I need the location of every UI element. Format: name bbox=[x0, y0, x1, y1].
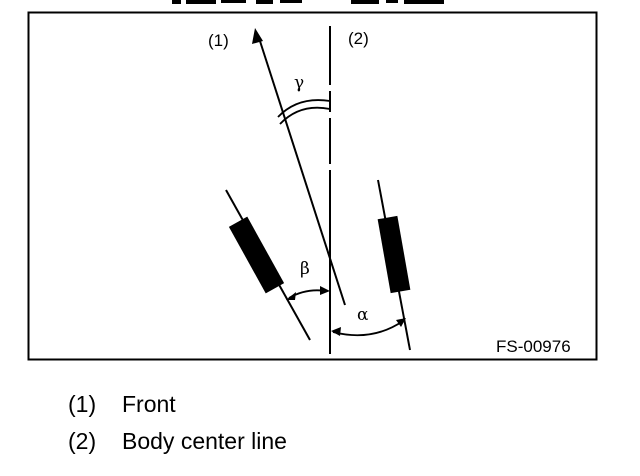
beta-arrowhead-right bbox=[320, 286, 330, 295]
beta-arrowhead-left bbox=[286, 292, 296, 300]
legend-item-front: (1) Front bbox=[68, 390, 176, 418]
left-wheel bbox=[228, 216, 285, 294]
front-arrowhead bbox=[252, 28, 263, 44]
front-direction-line bbox=[258, 37, 346, 306]
alpha-arrowhead-left bbox=[331, 327, 341, 336]
legend-number: (2) bbox=[68, 428, 97, 454]
legend-text: Body center line bbox=[122, 428, 287, 454]
figure-code: FS-00976 bbox=[496, 337, 571, 356]
angle-alpha-label: α bbox=[357, 305, 369, 325]
angle-beta-label: β bbox=[300, 259, 310, 279]
gamma-arc-outer bbox=[277, 99, 331, 118]
right-wheel bbox=[377, 215, 411, 294]
callout-center-line: (2) bbox=[348, 29, 369, 48]
diagram-frame bbox=[27, 11, 598, 361]
callout-front: (1) bbox=[208, 31, 229, 50]
legend-number: (1) bbox=[68, 391, 97, 417]
legend-text: Front bbox=[122, 391, 176, 417]
legend-item-body-center-line: (2) Body center line bbox=[68, 427, 287, 455]
angle-gamma-label: γ bbox=[294, 73, 304, 93]
alpha-arrowhead-right bbox=[396, 318, 406, 327]
gamma-arc-inner bbox=[279, 106, 331, 125]
cropped-heading-fragment bbox=[172, 0, 444, 4]
